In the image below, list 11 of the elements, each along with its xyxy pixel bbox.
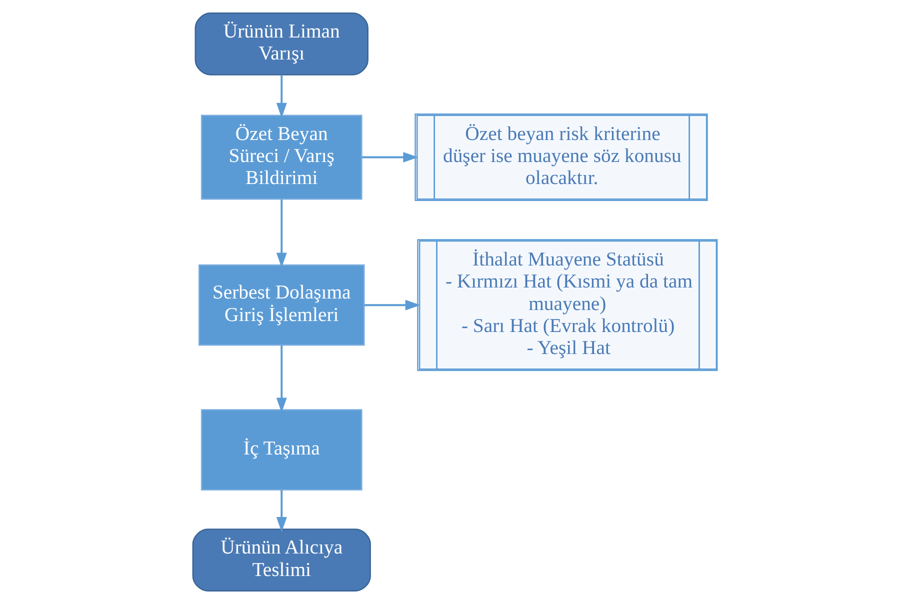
- arrow: [276, 74, 286, 118]
- node-box: Özet Beyan Süreci / Varış Bildirimi: [200, 114, 362, 200]
- node-box: Ürünün Liman Varışı: [194, 12, 368, 76]
- arrow: [276, 490, 286, 532]
- arrow: [276, 345, 286, 413]
- arrow: [364, 300, 420, 310]
- node-box: İç Taşıma: [200, 409, 362, 490]
- arrow: [276, 199, 286, 268]
- arrow: [361, 152, 418, 163]
- node-box: Ürünün Alıcıya Teslimi: [192, 528, 370, 592]
- node-box: Serbest Dolaşıma Giriş İşlemleri: [198, 264, 364, 346]
